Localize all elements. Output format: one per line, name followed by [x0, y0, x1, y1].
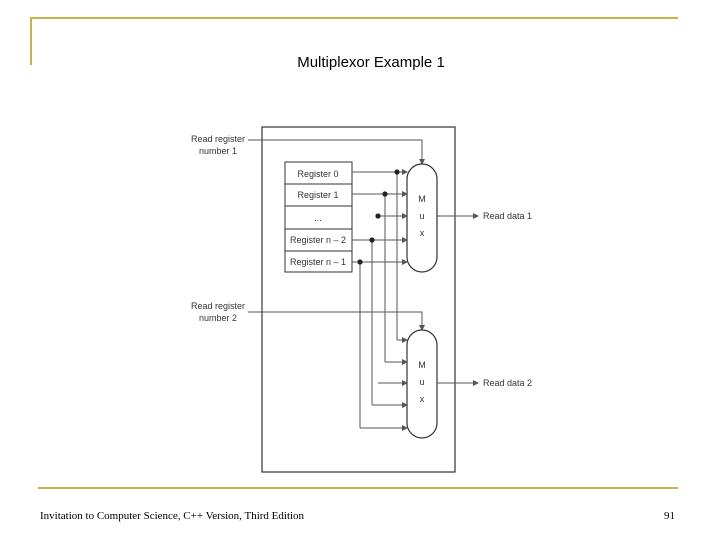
- mux-letter: x: [420, 394, 425, 404]
- mux-letter: M: [418, 360, 426, 370]
- register-label: Register n – 1: [290, 257, 346, 267]
- footer-text: Invitation to Computer Science, C++ Vers…: [40, 510, 305, 522]
- mux-letter: M: [418, 194, 426, 204]
- select-line-2: [248, 311, 425, 331]
- register-stack: [284, 161, 353, 273]
- register-file-box: [261, 126, 456, 473]
- mux-letter: u: [419, 211, 424, 221]
- read-data-2-label: Read data 2: [483, 378, 532, 388]
- frame-left-line: [30, 17, 32, 65]
- read-register-2-label: Read register: [191, 301, 245, 311]
- junction-dots: [357, 169, 400, 265]
- read-register-1-label: Read register: [191, 134, 245, 144]
- read-register-2-label: number 2: [199, 313, 237, 323]
- read-register-1-label: number 1: [199, 146, 237, 156]
- register-label: Register n – 2: [290, 235, 346, 245]
- register-wires: [352, 169, 408, 431]
- select-line-1: [248, 139, 425, 165]
- frame-top-line: [30, 17, 678, 19]
- frame-bottom-line: [38, 487, 678, 489]
- register-label: ...: [314, 213, 322, 223]
- mux-letter: x: [420, 228, 425, 238]
- register-label: Register 1: [297, 190, 338, 200]
- slide-title: Multiplexor Example 1: [297, 54, 445, 71]
- register-label: Register 0: [297, 169, 338, 179]
- read-data-1-label: Read data 1: [483, 211, 532, 221]
- mux-letter: u: [419, 377, 424, 387]
- page-number: 91: [664, 510, 675, 522]
